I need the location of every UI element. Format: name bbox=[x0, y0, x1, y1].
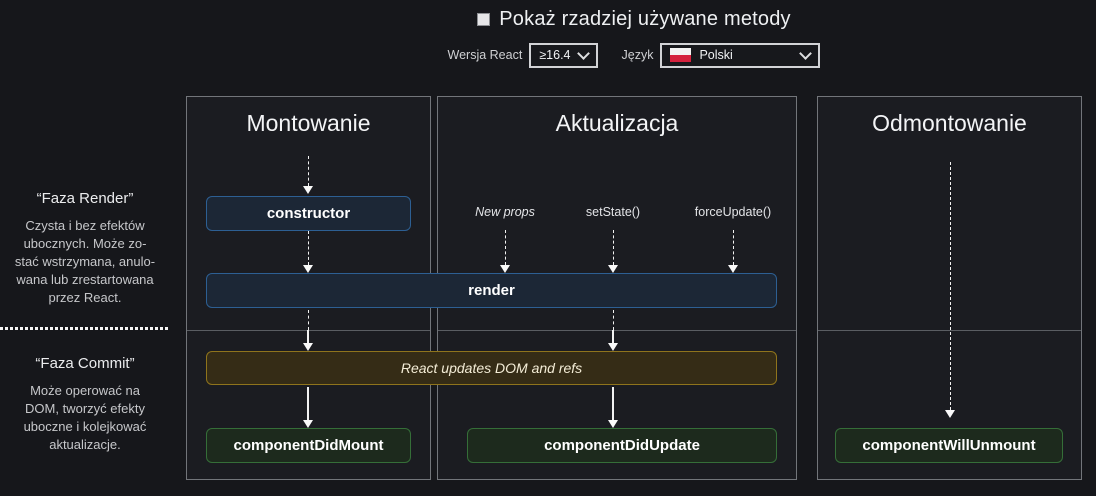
arrow-head bbox=[608, 265, 618, 273]
language-select[interactable]: Polski bbox=[660, 42, 821, 68]
chevron-down-icon bbox=[799, 46, 813, 60]
react-version-select[interactable]: ≥16.4 bbox=[529, 42, 598, 68]
show-less-common-checkbox[interactable] bbox=[477, 12, 491, 26]
show-less-common-label[interactable]: Pokaż rzadziej używane metody bbox=[499, 7, 791, 30]
arrow-line bbox=[613, 230, 614, 265]
commit-phase-description: Może operować na DOM, tworzyć efekty ubo… bbox=[23, 383, 147, 452]
arrow-line bbox=[307, 387, 309, 420]
arrow-line bbox=[613, 310, 614, 330]
render-phase-title: “Faza Render” bbox=[36, 190, 134, 207]
arrow-head bbox=[303, 343, 313, 351]
forceupdate-label[interactable]: forceUpdate() bbox=[694, 205, 772, 219]
language-label: Język bbox=[621, 48, 654, 62]
arrow-head bbox=[303, 186, 313, 194]
arrow-head bbox=[608, 343, 618, 351]
arrow-line bbox=[950, 162, 951, 410]
phase-boundary-line bbox=[438, 330, 796, 331]
react-version-label: Wersja React bbox=[447, 48, 523, 62]
react-updates-dom-box: React updates DOM and refs bbox=[206, 351, 777, 385]
constructor-box[interactable]: constructor bbox=[206, 196, 411, 231]
arrow-head bbox=[728, 265, 738, 273]
render-phase-description: Czysta i bez efektów ubocznych. Może zo-… bbox=[14, 218, 156, 305]
arrow-head bbox=[303, 420, 313, 428]
arrow-line bbox=[733, 230, 734, 265]
setstate-label[interactable]: setState() bbox=[585, 205, 641, 219]
commit-phase-title: “Faza Commit” bbox=[35, 355, 135, 372]
language-value: Polski bbox=[699, 48, 733, 62]
component-did-mount-box[interactable]: componentDidMount bbox=[206, 428, 411, 463]
poland-flag-icon bbox=[670, 48, 692, 62]
arrow-line bbox=[308, 310, 309, 330]
mounting-column-title: Montowanie bbox=[246, 110, 371, 136]
arrow-head bbox=[945, 410, 955, 418]
component-did-update-box[interactable]: componentDidUpdate bbox=[467, 428, 777, 463]
phase-boundary-line bbox=[818, 330, 1081, 331]
flag-red-stripe bbox=[670, 55, 692, 62]
less-common-toggle-row: Pokaż rzadziej używane metody bbox=[186, 4, 1082, 34]
updating-column-title: Aktualizacja bbox=[555, 110, 679, 136]
phase-dotted-divider bbox=[0, 327, 168, 330]
arrow-line bbox=[505, 230, 506, 265]
react-version-value: ≥16.4 bbox=[539, 48, 571, 62]
arrow-line bbox=[612, 387, 614, 420]
controls-row: Wersja React ≥16.4 Język Polski bbox=[186, 42, 1082, 68]
arrow-head bbox=[608, 420, 618, 428]
arrow-line bbox=[308, 231, 309, 265]
arrow-line bbox=[307, 330, 309, 343]
arrow-line bbox=[612, 330, 614, 343]
unmounting-column-title: Odmontowanie bbox=[872, 110, 1027, 136]
flag-white-stripe bbox=[670, 48, 692, 55]
arrow-line bbox=[308, 156, 309, 186]
arrow-head bbox=[500, 265, 510, 273]
header: Pokaż rzadziej używane metody Wersja Rea… bbox=[186, 4, 1082, 68]
component-will-unmount-box[interactable]: componentWillUnmount bbox=[835, 428, 1063, 463]
new-props-label: New props bbox=[475, 205, 535, 219]
arrow-head bbox=[303, 265, 313, 273]
chevron-down-icon bbox=[576, 46, 590, 60]
render-box[interactable]: render bbox=[206, 273, 777, 308]
